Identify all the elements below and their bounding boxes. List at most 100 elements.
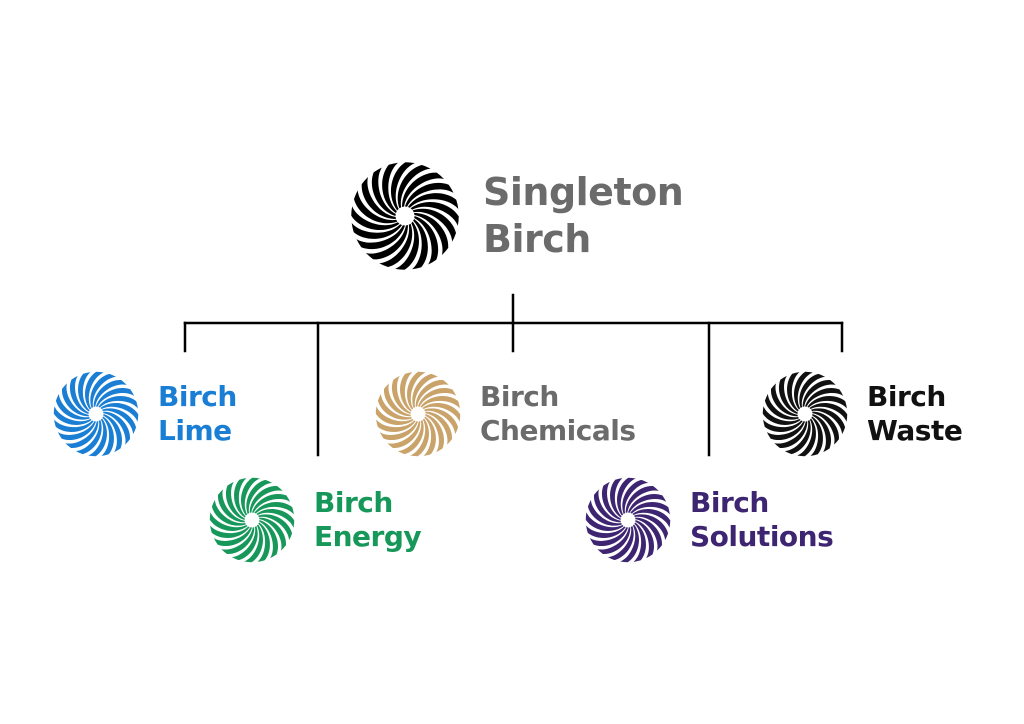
brand-name-line2: Waste: [867, 414, 963, 447]
swirl-blade: [85, 371, 104, 410]
swirl-blade: [414, 213, 449, 255]
swirl-blade: [635, 517, 663, 551]
swirl-blade: [630, 502, 670, 515]
brand-name-birch-energy: Birch Energy: [314, 486, 422, 554]
swirl-blade: [78, 372, 91, 412]
swirl-blade: [69, 375, 89, 414]
swirl-blade: [65, 421, 99, 449]
brand-singleton-birch: Singleton Birch: [349, 160, 684, 272]
swirl-blade: [794, 371, 813, 410]
swirl-blade: [217, 489, 245, 523]
swirl-blade: [425, 414, 445, 453]
swirl-blade: [589, 527, 628, 547]
swirl-blade: [587, 499, 622, 526]
swirl-blade: [407, 193, 459, 209]
swirl-blade: [802, 379, 836, 407]
swirl-blade: [763, 419, 803, 432]
brand-name-birch-chemicals: Birch Chemicals: [480, 380, 636, 448]
brand-name-birch-waste: Birch Waste: [867, 380, 963, 448]
swirl-blade: [246, 479, 273, 514]
swirl-blade: [259, 517, 287, 551]
brand-name-line1: Singleton: [483, 170, 684, 214]
swirl-blade: [762, 406, 801, 425]
swirl-blade: [397, 164, 431, 209]
swirl-blade: [379, 421, 418, 441]
swirl-blade: [766, 421, 805, 441]
swirl-blade: [257, 522, 270, 562]
swirl-blade: [787, 372, 800, 412]
brand-name-line2: Energy: [314, 520, 422, 553]
swirl-blade: [601, 481, 621, 520]
swirl-blade: [632, 509, 671, 528]
swirl-blade: [225, 481, 245, 520]
swirl-blade: [88, 418, 107, 457]
swirl-blade: [628, 493, 667, 513]
brand-name-line2: Lime: [158, 414, 232, 447]
brand-name-line1: Birch: [314, 486, 393, 519]
swirl-blade: [53, 406, 92, 425]
brand-name-birch-lime: Birch Lime: [158, 380, 237, 448]
swirl-blade: [213, 527, 252, 547]
swirl-blade: [102, 408, 137, 435]
swirl-blade: [412, 208, 457, 242]
brand-name-line2: Chemicals: [480, 414, 636, 447]
swirl-blade: [211, 499, 246, 526]
swirl-blade: [423, 416, 436, 456]
swirl-blade: [361, 177, 396, 219]
swirl-blade: [249, 485, 283, 513]
swirl-blade: [797, 418, 816, 457]
swirl-blade: [586, 525, 626, 538]
swirl-blade: [635, 520, 655, 559]
swirl-blade: [414, 216, 439, 265]
swirl-blade: [633, 522, 646, 562]
swirl-blade: [799, 373, 826, 408]
swirl-sun-icon: [351, 162, 459, 270]
swirl-blade: [351, 223, 403, 239]
swirl-blade: [256, 509, 295, 528]
brand-birch-lime: Birch Lime: [52, 370, 237, 458]
swirl-blade: [57, 421, 96, 441]
swirl-blade: [377, 393, 412, 420]
swirl-blade: [254, 502, 294, 515]
swirl-blade: [391, 162, 415, 211]
swirl-blade: [383, 383, 411, 417]
swirl-blade: [418, 387, 457, 407]
swirl-blade: [778, 375, 798, 414]
brand-name-line1: Birch: [867, 380, 946, 413]
brand-name-singleton-birch: Singleton Birch: [483, 169, 684, 263]
swirl-blade: [375, 406, 414, 425]
swirl-blade: [420, 396, 460, 409]
brand-birch-energy: Birch Energy: [208, 476, 422, 564]
swirl-blade: [209, 512, 248, 531]
swirl-blade: [371, 167, 396, 216]
swirl-blade: [395, 221, 419, 270]
swirl-blade: [410, 418, 429, 457]
swirl-blade: [412, 218, 428, 270]
swirl-blade: [607, 526, 634, 561]
swirl-sun-icon: [375, 371, 461, 457]
swirl-blade: [391, 375, 411, 414]
swirl-blade: [424, 408, 459, 435]
swirl-blade: [425, 411, 453, 445]
swirl-blade: [422, 403, 461, 422]
swirl-blade: [620, 524, 639, 563]
swirl-blade: [634, 514, 669, 541]
swirl-blade: [610, 478, 623, 518]
swirl-blade: [387, 421, 421, 449]
swirl-blade: [210, 525, 250, 538]
swirl-blade: [622, 479, 649, 514]
brand-name-line1: Birch: [690, 486, 769, 519]
swirl-blade: [259, 520, 279, 559]
brand-birch-waste: Birch Waste: [761, 370, 963, 458]
swirl-blade: [400, 372, 413, 412]
swirl-blade: [244, 524, 263, 563]
brand-name-line1: Birch: [158, 380, 237, 413]
swirl-blade: [353, 190, 398, 224]
swirl-sun-icon: [53, 371, 139, 457]
swirl-blade: [812, 414, 832, 453]
swirl-sun-icon: [209, 477, 295, 563]
swirl-blade: [397, 420, 424, 455]
swirl-blade: [597, 527, 631, 555]
swirl-blade: [407, 371, 426, 410]
swirl-blade: [356, 225, 405, 250]
